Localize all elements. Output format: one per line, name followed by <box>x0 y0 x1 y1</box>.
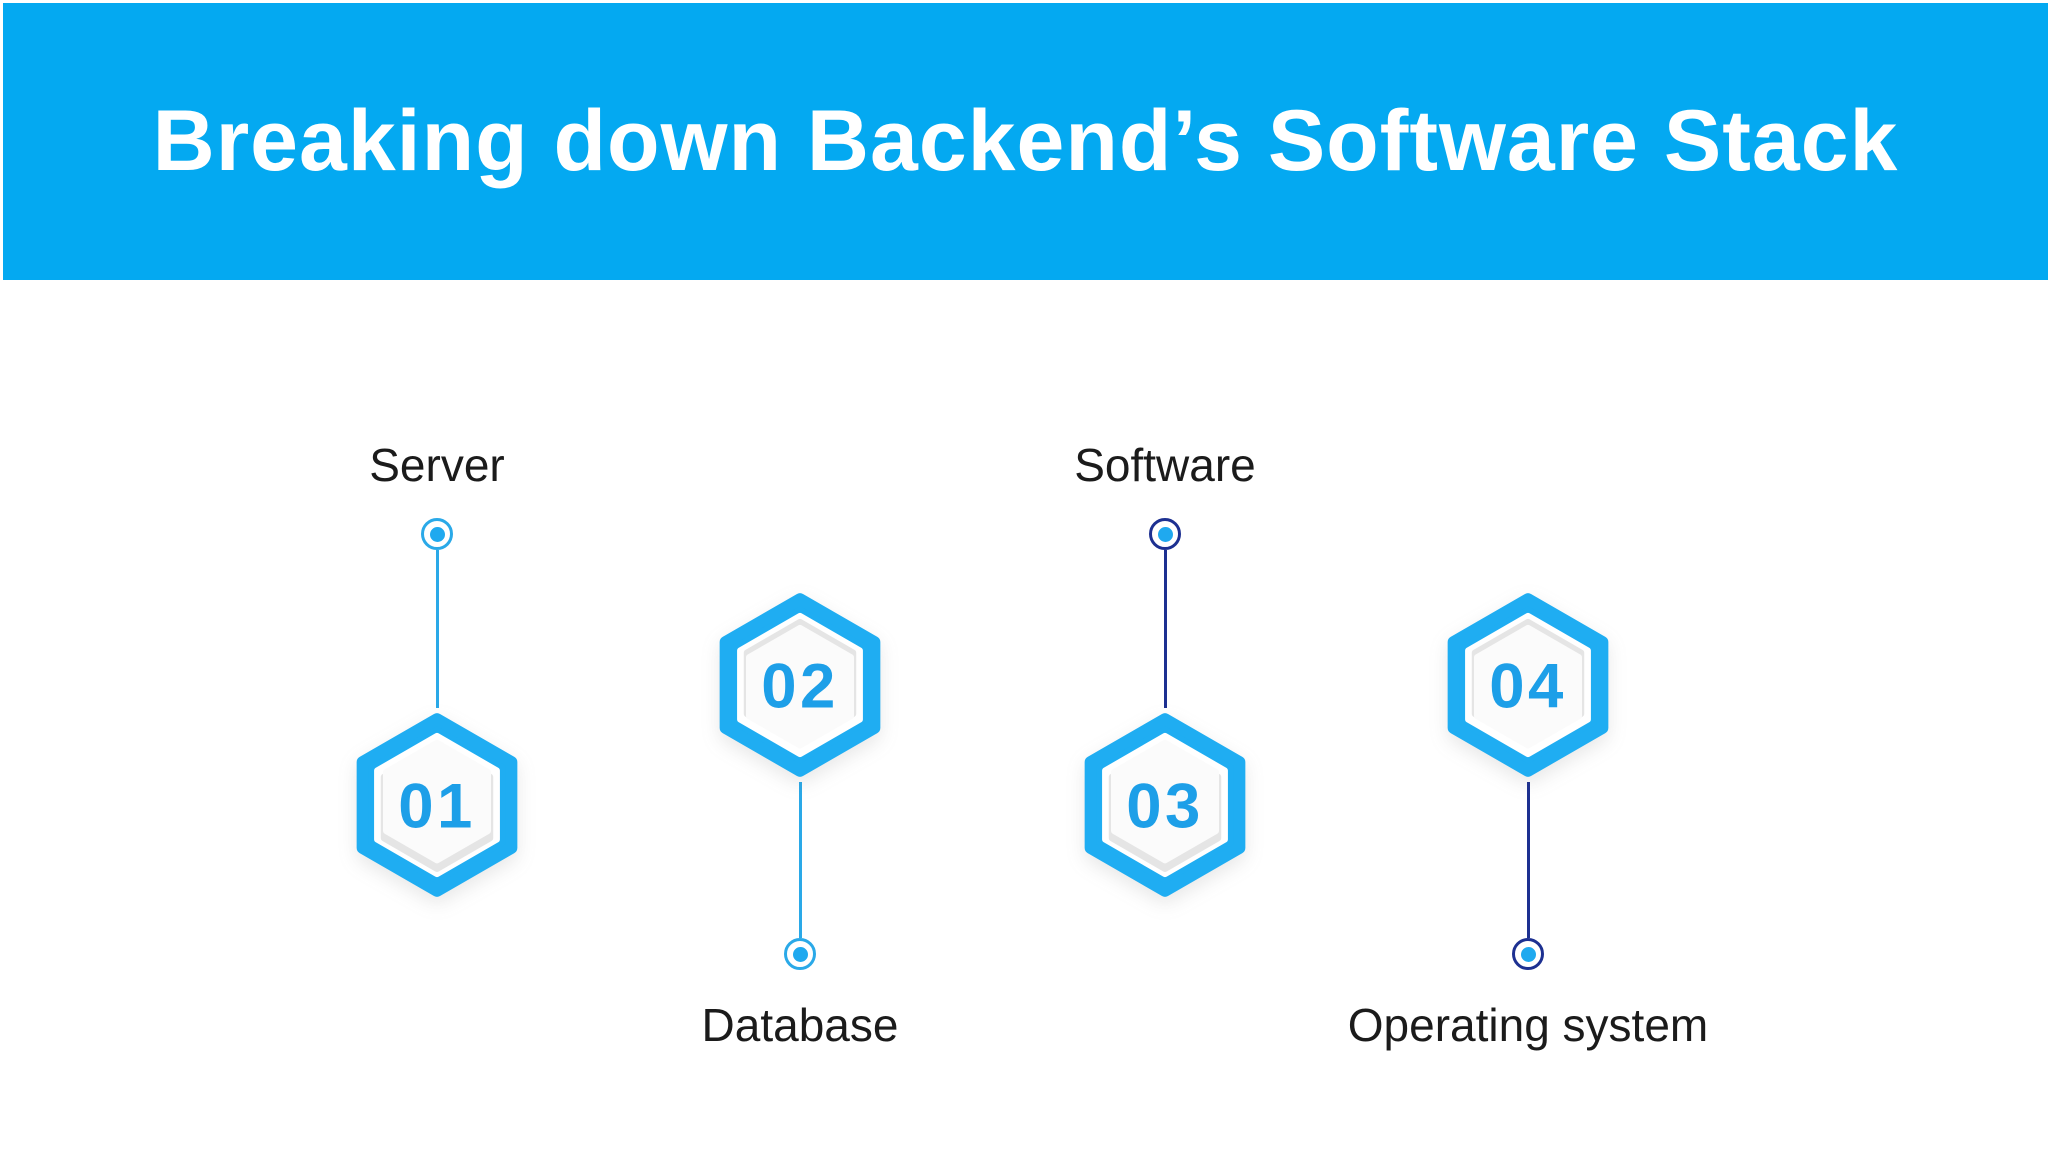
step-label-database: Database <box>701 999 899 1051</box>
connector-line <box>798 782 802 938</box>
step-number: 03 <box>1126 770 1204 841</box>
page-title: Breaking down Backend’s Software Stack <box>152 93 1899 189</box>
connector-dot-icon <box>1157 526 1173 542</box>
hexagon-step-2: 02 <box>719 593 881 777</box>
connector-line <box>435 550 439 708</box>
step-column-server: Server 01 <box>257 440 617 902</box>
step-number: 04 <box>1489 650 1567 721</box>
hexagon-face <box>383 739 491 864</box>
step-number: 02 <box>761 650 839 721</box>
connector-ring-icon <box>784 938 816 970</box>
hexagon-step-1: 01 <box>356 713 518 897</box>
step-label-software: Software <box>1074 439 1256 491</box>
connector-dot-icon <box>429 526 445 542</box>
header-banner: Breaking down Backend’s Software Stack <box>3 3 2048 280</box>
connector-ring-icon <box>421 518 453 550</box>
connector-line <box>1163 550 1167 708</box>
connector-line <box>1526 782 1530 938</box>
hexagon-step-4: 04 <box>1447 593 1609 777</box>
hexagon-face <box>1111 739 1219 864</box>
hexagon-face <box>1474 624 1582 749</box>
connector-dot-icon <box>792 946 808 962</box>
hexagon-face <box>746 624 854 749</box>
connector-ring-icon <box>1512 938 1544 970</box>
step-column-software: Software 03 <box>985 440 1345 902</box>
hexagon-step-3: 03 <box>1084 713 1246 897</box>
step-label-operating-system: Operating system <box>1347 999 1709 1051</box>
connector-dot-icon <box>1520 946 1536 962</box>
connector-ring-icon <box>1149 518 1181 550</box>
step-column-operating-system: 04 Operating system <box>1348 588 1708 1050</box>
step-number: 01 <box>398 770 476 841</box>
step-label-server: Server <box>369 439 505 491</box>
step-column-database: 02 Database <box>620 588 980 1050</box>
